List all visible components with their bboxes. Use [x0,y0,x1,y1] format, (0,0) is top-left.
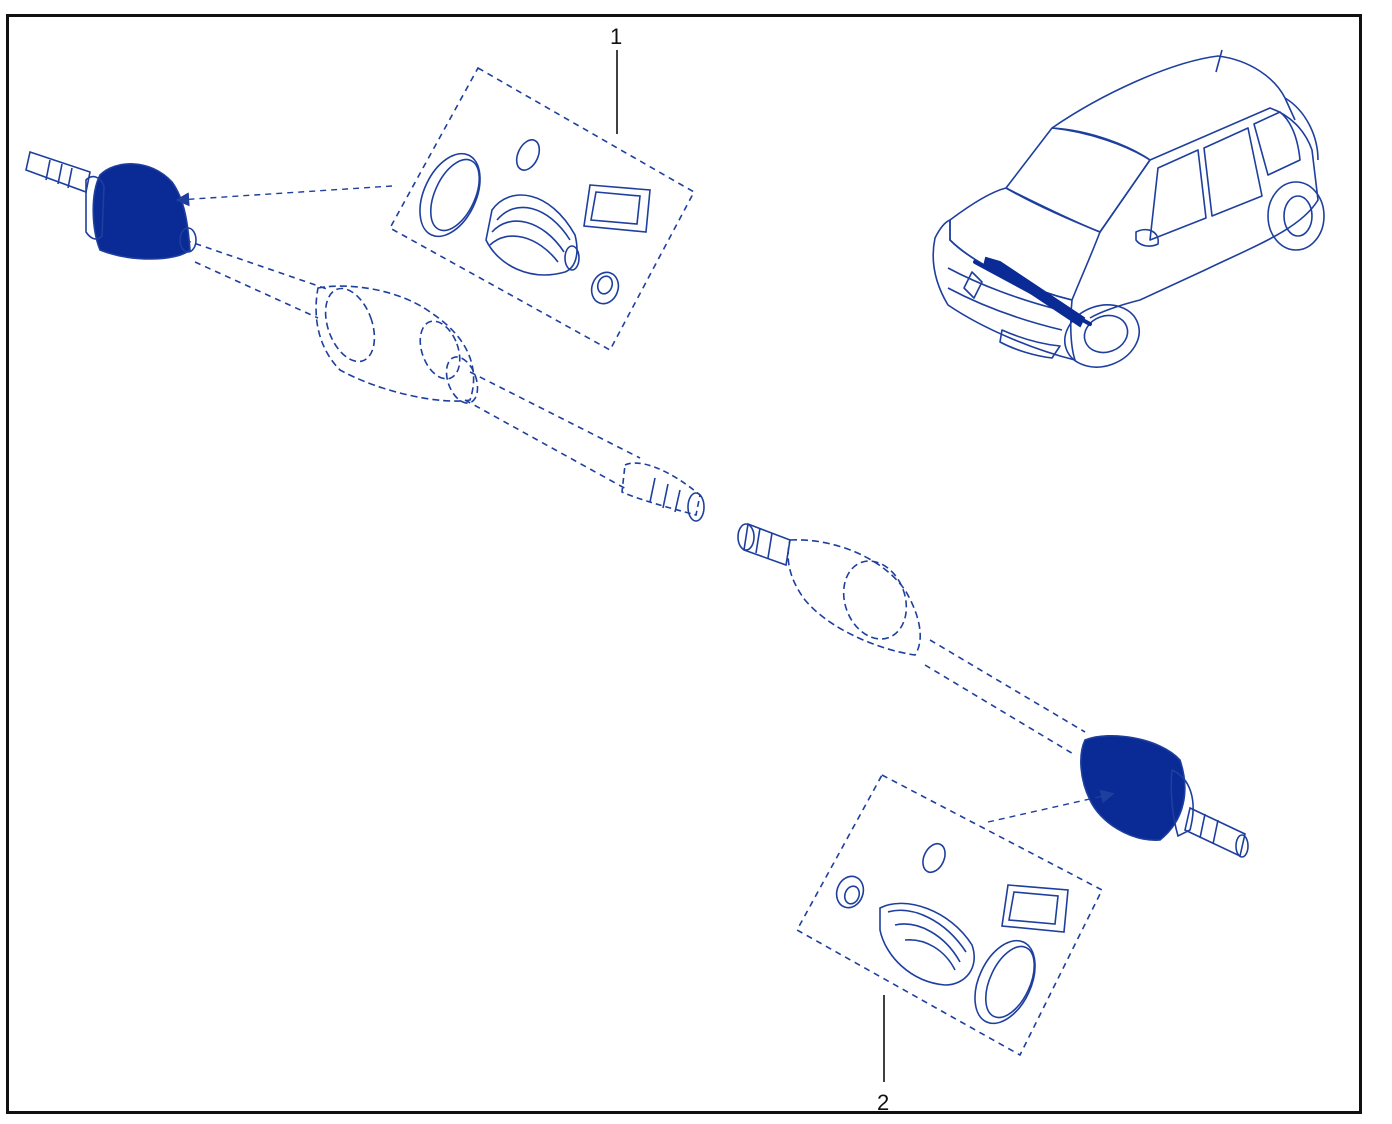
callout-2-label: 2 [877,1090,889,1115]
boot-kit-1 [388,66,696,352]
suv-line-drawing-icon [932,49,1325,368]
right-drive-shaft [737,522,1249,858]
callout-1-label: 1 [610,24,622,49]
diagram-frame [6,14,1362,1114]
kit-1-arrow [175,185,393,207]
left-outer-cv-stub [179,227,197,253]
boot-kit-2 [795,773,1104,1057]
left-drive-shaft [25,150,705,522]
left-outer-cv-collar [85,175,105,240]
vehicle-drive-shaft-line [973,260,1092,326]
left-outer-cv-boot [92,163,191,260]
right-outer-cv-collar [1170,768,1194,838]
right-outer-cv-boot [1080,734,1186,841]
